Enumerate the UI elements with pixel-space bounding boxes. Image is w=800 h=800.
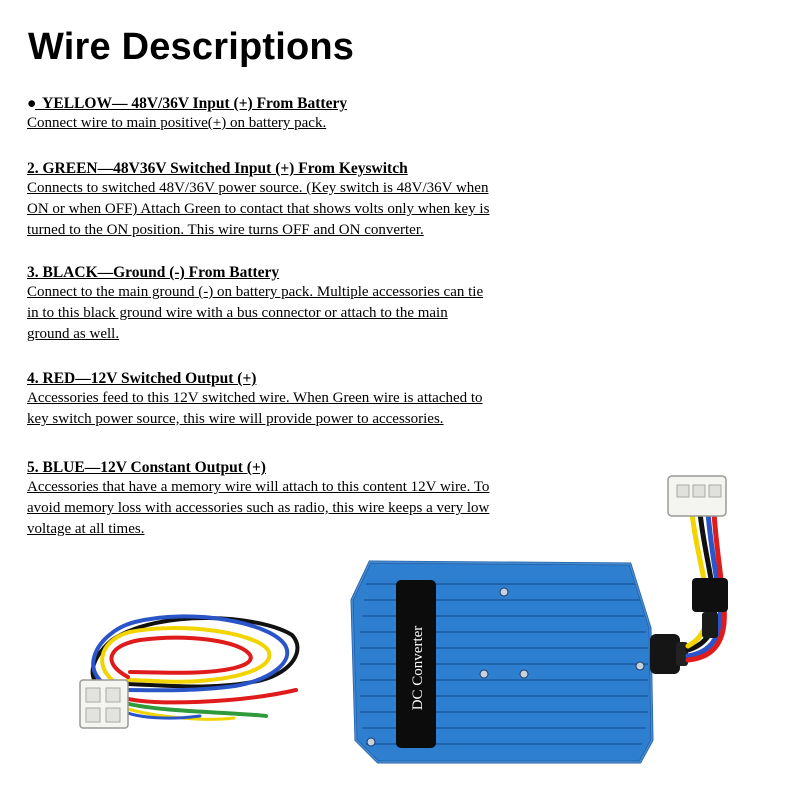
wire-description-green: 2. GREEN—48V36V Switched Input (+) From … (27, 159, 617, 241)
inline-fuse-holder (692, 578, 728, 612)
converter-label-text: DC Converter (410, 626, 426, 711)
description-line: voltage at all times. (27, 521, 145, 537)
description-heading: 5. BLUE—12V Constant Output (+) (27, 459, 266, 476)
description-line: in to this black ground wire with a bus … (27, 305, 448, 321)
description-heading: 4. RED—12V Switched Output (+) (27, 370, 257, 387)
bullet-icon: ● (27, 95, 37, 112)
description-body: Connects to switched 48V/36V power sourc… (27, 178, 617, 241)
dc-converter-image: DC Converter (350, 560, 688, 764)
wire-description-black: 3. BLACK—Ground (-) From Battery Connect… (27, 263, 617, 345)
description-heading: YELLOW— 48V/36V Input (+) From Battery (35, 95, 348, 112)
wire-description-blue: 5. BLUE—12V Constant Output (+) Accessor… (27, 458, 617, 540)
description-line: ON or when OFF) Attach Green to contact … (27, 201, 490, 217)
output-connector-plug (667, 475, 727, 517)
description-heading: 3. BLACK—Ground (-) From Battery (27, 264, 280, 281)
page-title: Wire Descriptions (28, 26, 355, 68)
wire-description-red: 4. RED—12V Switched Output (+) Accessori… (27, 369, 617, 430)
screw-icon (635, 661, 645, 671)
description-line: Connects to switched 48V/36V power sourc… (27, 180, 489, 196)
description-body: Accessories feed to this 12V switched wi… (27, 388, 617, 430)
description-line: Connect wire to main positive(+) on batt… (27, 115, 327, 131)
converter-label-plate (396, 580, 436, 748)
description-line: key switch power source, this wire will … (27, 411, 444, 427)
description-line: Accessories feed to this 12V switched wi… (27, 390, 483, 406)
description-line: ground as well. (27, 326, 120, 342)
screw-icon (479, 669, 489, 679)
description-line: avoid memory loss with accessories such … (27, 500, 490, 516)
wire-description-yellow: ● YELLOW— 48V/36V Input (+) From Battery… (27, 94, 617, 134)
wire-harness-image (90, 614, 300, 721)
description-body: Connect to the main ground (-) on batter… (27, 282, 617, 345)
wire-connector-plug (79, 679, 129, 729)
description-line: Accessories that have a memory wire will… (27, 479, 490, 495)
description-body: Accessories that have a memory wire will… (27, 477, 617, 540)
screw-icon (366, 737, 376, 747)
screw-icon (519, 669, 529, 679)
cable-gland (650, 634, 680, 674)
description-line: turned to the ON position. This wire tur… (27, 222, 424, 238)
description-body: Connect wire to main positive(+) on batt… (27, 113, 617, 134)
description-heading: 2. GREEN—48V36V Switched Input (+) From … (27, 160, 408, 177)
screw-icon (499, 587, 509, 597)
description-line: Connect to the main ground (-) on batter… (27, 284, 484, 300)
